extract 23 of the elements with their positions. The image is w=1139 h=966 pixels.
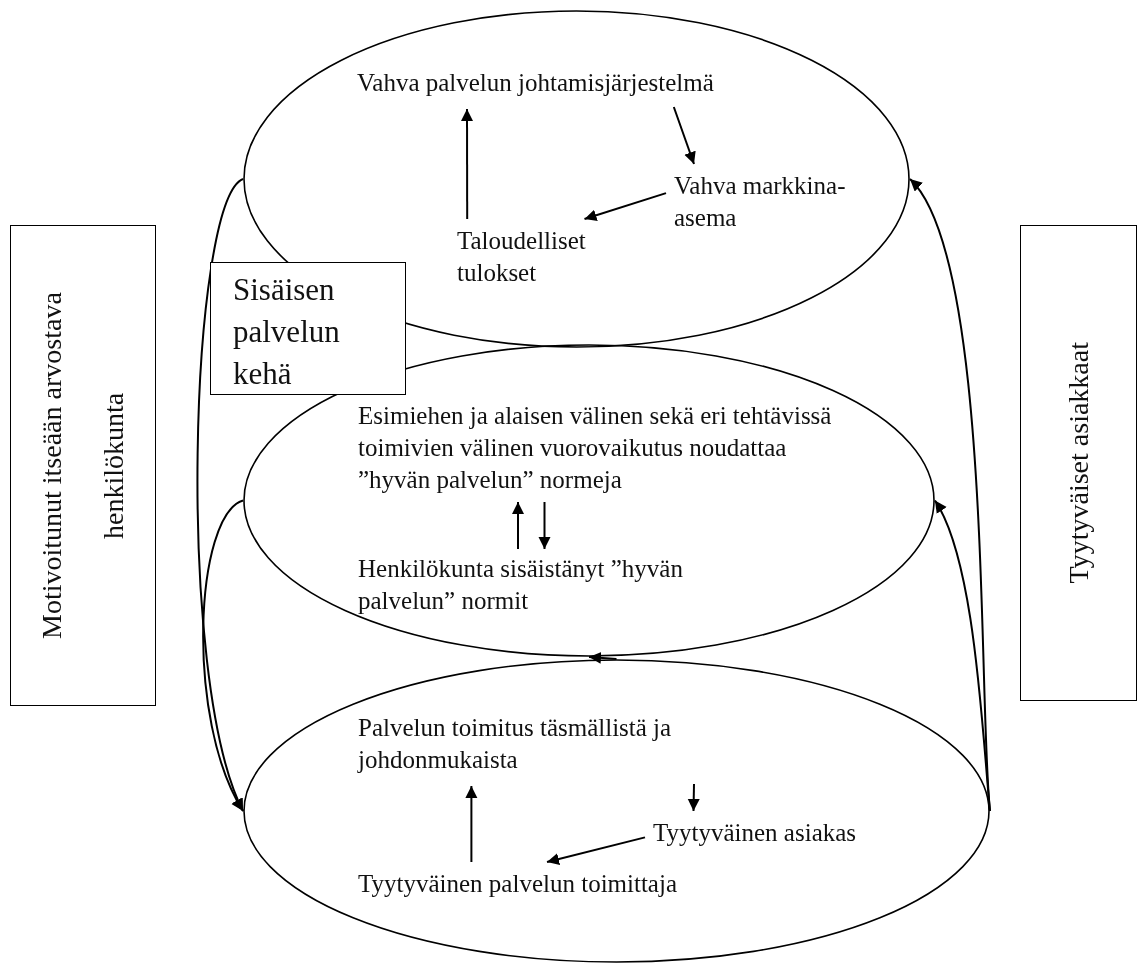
arrow: [588, 651, 618, 664]
label-box: Tyytyväiset asiakkaat: [1020, 225, 1137, 701]
cycle-step-text: Tyytyväinen asiakas: [653, 817, 923, 851]
cycle-ellipse: [243, 659, 990, 963]
arrow: [202, 499, 244, 812]
label-box: Sisäisen palvelun kehä: [210, 262, 406, 395]
cycle-step-text: Palvelun toimitus täsmällistä ja johdonmukaista: [358, 712, 778, 778]
cycle-step-text: Henkilökunta sisäistänyt ”hyvän palvelun” normit: [358, 553, 688, 619]
cycle-step-text: Esimiehen ja alaisen välinen sekä eri tehtävissä toimivien välinen vuorovaikutus noudattaa ”hyvän palvelun” normeja: [358, 400, 858, 498]
arrow: [546, 836, 646, 865]
arrow: [672, 106, 696, 165]
cycle-step-text: Taloudelliset tulokset: [457, 225, 627, 291]
arrow: [512, 501, 524, 550]
arrow: [465, 785, 478, 863]
cycle-step-text: Tyytyväinen palvelun toimittaja: [358, 868, 778, 902]
arrow: [538, 501, 551, 550]
label-box: Motivoitunut itseään arvostava henkilökunta: [10, 225, 156, 706]
arrow: [687, 783, 700, 812]
arrow: [583, 192, 667, 222]
cycle-step-text: Vahva markkina-asema: [674, 170, 874, 236]
arrow: [934, 499, 991, 812]
arrow: [461, 108, 473, 220]
cycle-step-text: Vahva palvelun johtamisjärjestelmä: [357, 67, 797, 101]
